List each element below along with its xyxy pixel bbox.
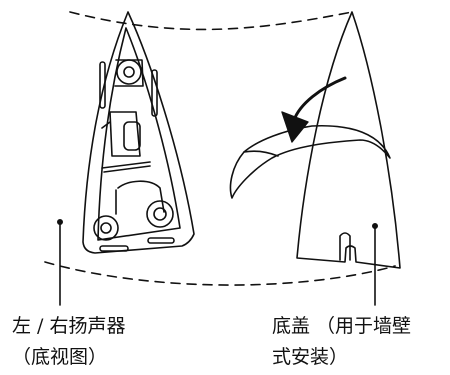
right-leader-dot [371, 223, 378, 230]
bottom-cover-caption: 底盖 （用于墙壁 [272, 315, 412, 337]
bottom-cover [229, 11, 401, 269]
upper-dashed-guide [69, 11, 353, 31]
left-speaker-caption-subtitle: （底视图） [12, 346, 108, 368]
speaker-bottom-view [82, 11, 195, 254]
bottom-cover-caption-subtitle: 式安装） [272, 346, 349, 368]
left-leader-dot [56, 219, 63, 226]
left-speaker-caption: 左 / 右扬声器 [12, 315, 126, 337]
rotate-arrow [292, 76, 347, 122]
lower-dashed-guide [44, 261, 396, 286]
